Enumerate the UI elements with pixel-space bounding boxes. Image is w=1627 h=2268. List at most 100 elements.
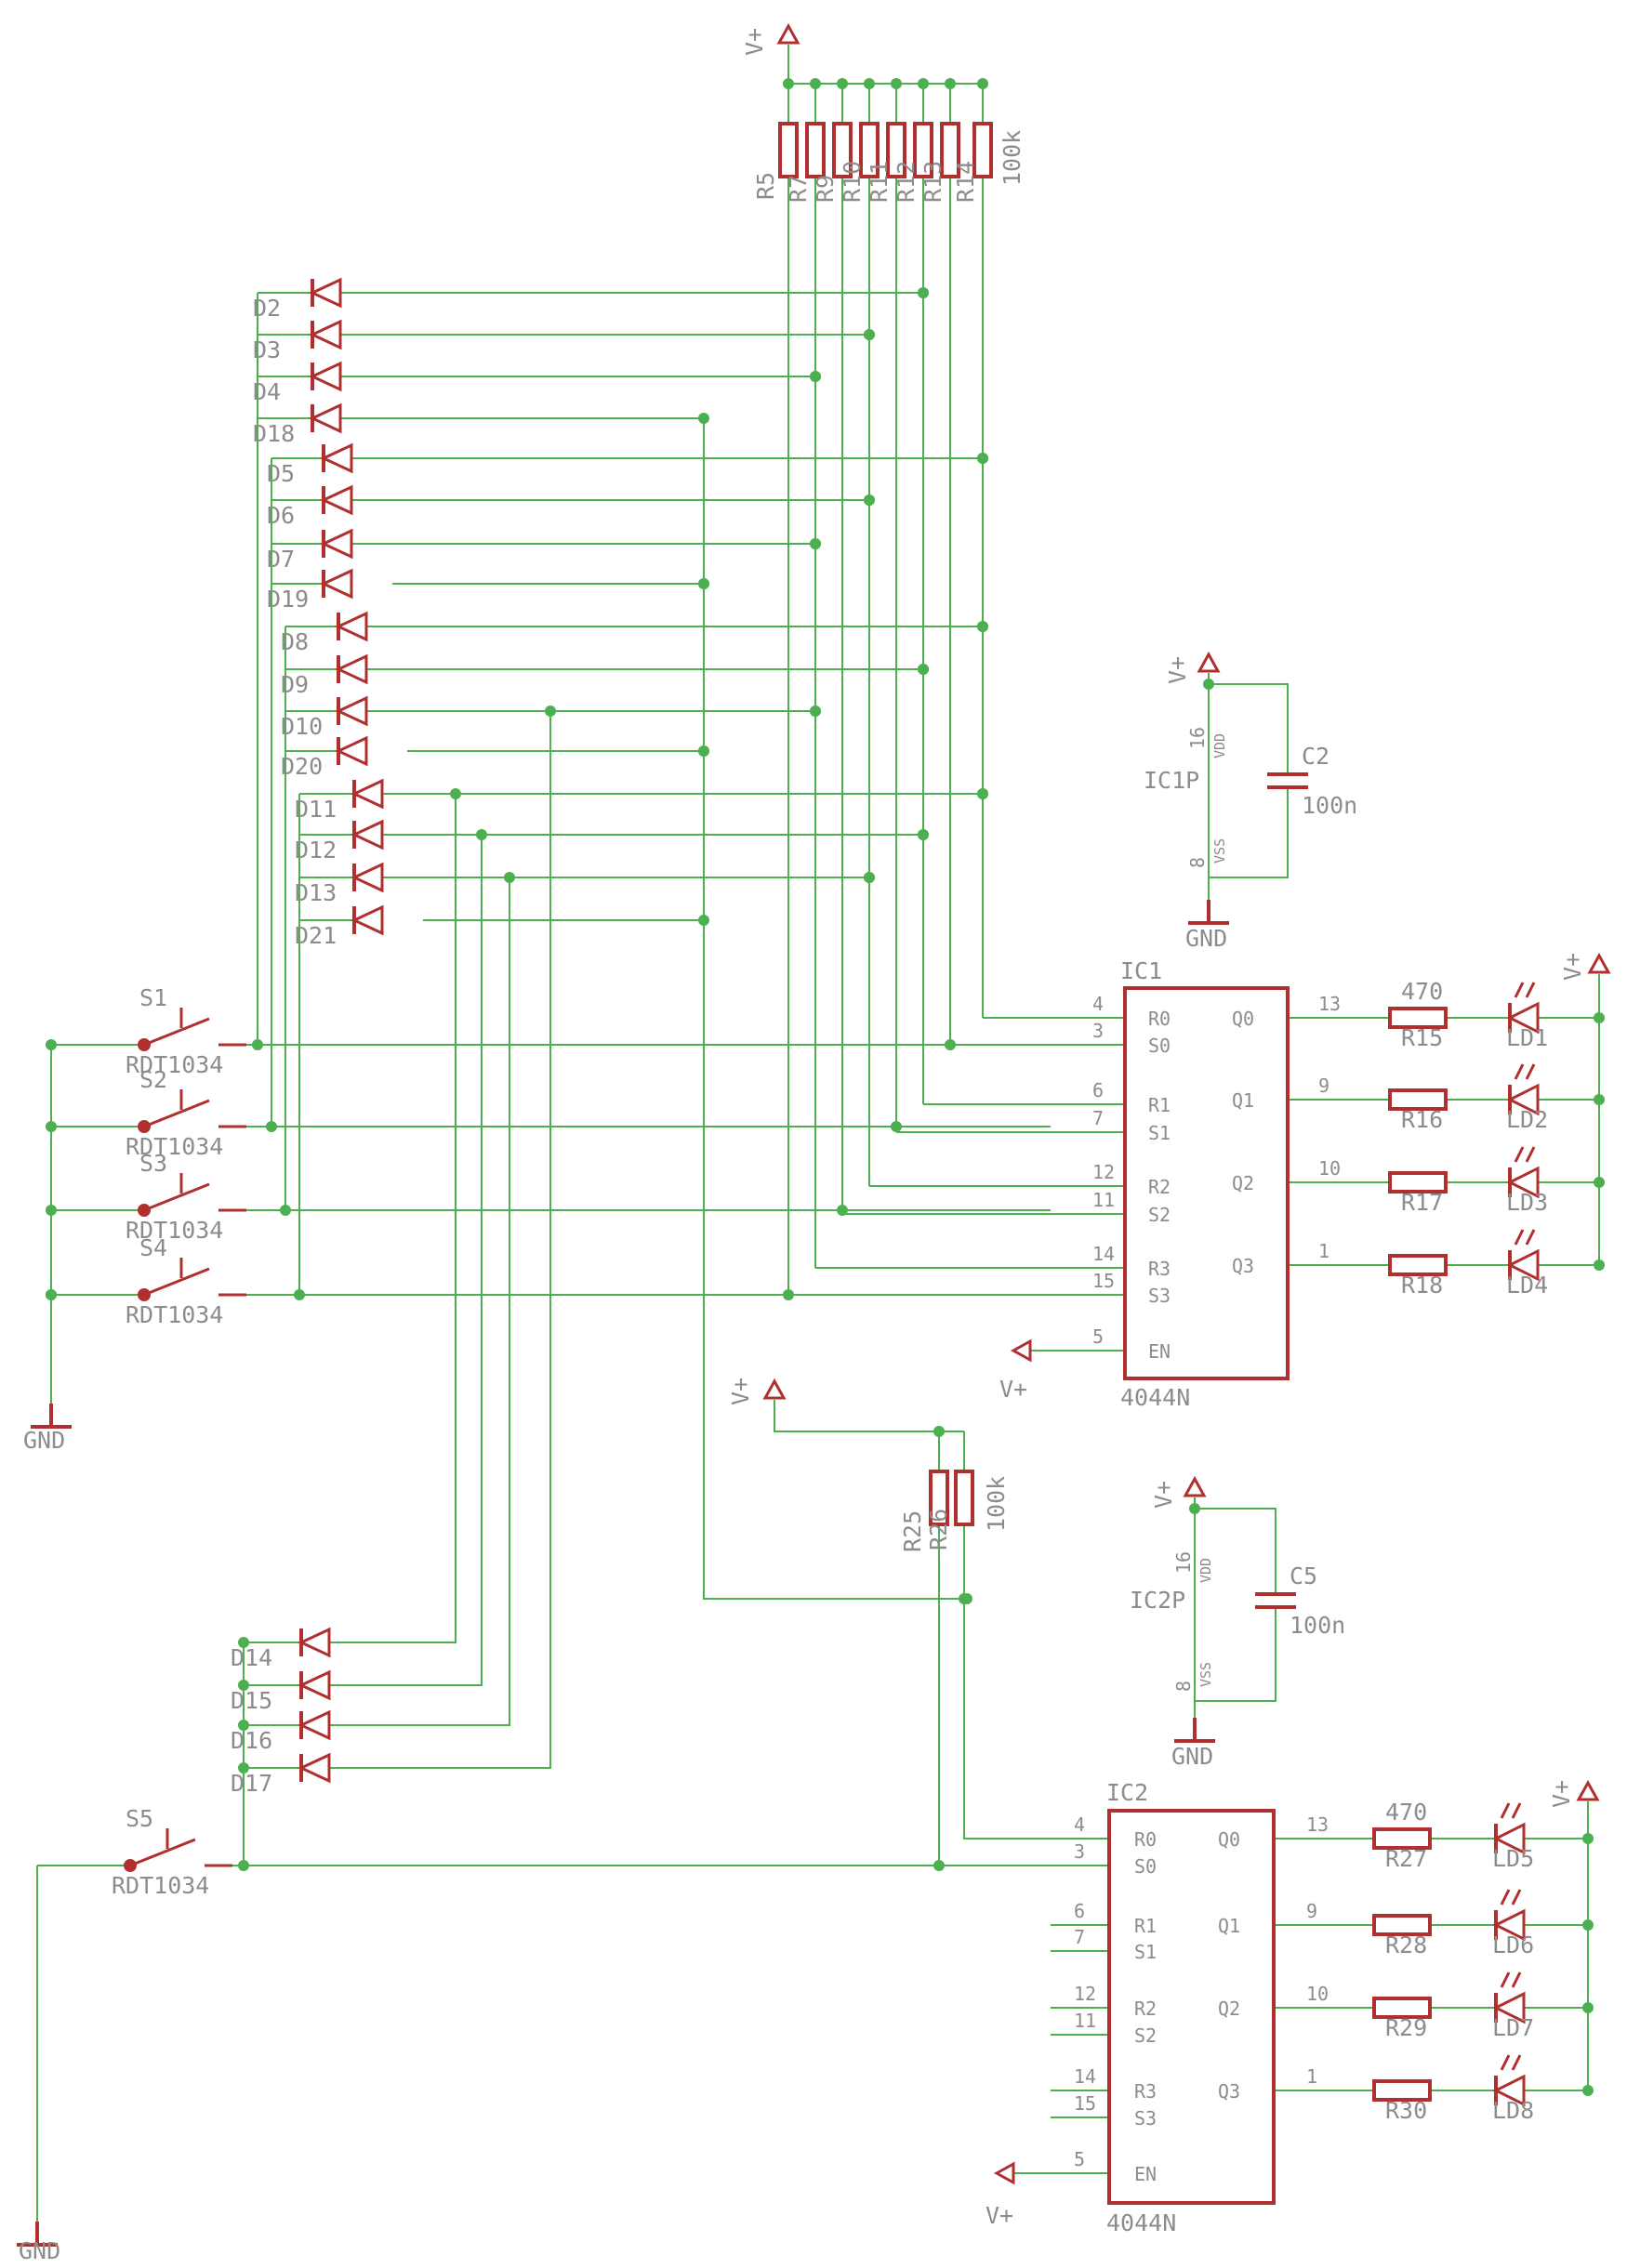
junction-dot [977,788,988,799]
ic1-out-supply-label: V+ [1559,953,1586,981]
ic2-out-led-ray [1511,1802,1522,1819]
ic1-pin-name: EN [1148,1340,1171,1363]
ic1-pin-name: S0 [1148,1035,1171,1057]
ic1-out-led [1506,1166,1540,1199]
ic2-pin-number: 4 [1074,1813,1085,1836]
ic2-out-led [1492,2074,1526,2107]
ic1-out-led-ref: LD4 [1506,1272,1548,1299]
switch-lever [143,1099,210,1128]
bottom-diode-anode [329,877,510,1726]
ic1-en-label: V+ [999,1376,1027,1403]
ic2p-name: IC2P [1130,1587,1185,1614]
ic1-out-series-resistor [1388,1171,1448,1193]
ic1-out-resistor-value: 470 [1401,978,1443,1005]
ic2-en-label: V+ [985,2202,1013,2229]
diode-ref-D6: D6 [267,502,295,529]
diode-D21 [351,904,384,936]
junction-dot [837,1205,848,1216]
ic2-name: IC2 [1106,1779,1148,1806]
diode-D5 [320,442,353,474]
ic2-pin-number: 7 [1074,1926,1085,1948]
junction-dot [810,705,821,717]
ic1-out-supply-arrow [1587,952,1611,974]
junction-dot [977,453,988,464]
junctions [46,78,1605,2096]
ic1-en-supply [1010,1338,1032,1363]
diode-ref-D8: D8 [281,628,309,655]
junction-dot [238,1860,249,1871]
ic2-pin-name: S2 [1134,2024,1157,2047]
diode-D18 [309,402,342,434]
junction-dot [1594,1012,1605,1023]
ic2-pin-number: 11 [1074,2010,1096,2032]
ic1-out-led-ray [1514,1146,1525,1163]
ic1-pin-name: S3 [1148,1285,1171,1307]
diode-D16 [298,1709,331,1741]
diode-D4 [309,361,342,392]
ic2-pin-number: 5 [1074,2148,1085,2170]
ic1-pin-number: 6 [1092,1079,1104,1101]
junction-dot [46,1205,57,1216]
diode-ref-D13: D13 [295,879,337,906]
ic1-pin-number: 1 [1318,1240,1329,1262]
ic2p-cap-name: C5 [1290,1563,1317,1589]
diode-D9 [335,653,368,685]
ic2-body [1107,1809,1276,2205]
ic1p-vdd: VDD [1211,733,1228,758]
ic1-out-led [1506,1001,1540,1035]
ic2-out-led [1492,1991,1526,2024]
bottom-diode-anode [329,711,551,1769]
ic2-pin-name: Q2 [1218,1998,1240,2020]
ic2-out-supply-arrow [1576,1779,1600,1801]
supply-arrow-top [776,22,800,45]
junction-dot [1582,2085,1594,2096]
ic2-out-led [1492,1822,1526,1855]
junction-dot [1582,2002,1594,2013]
junction-dot [945,1039,956,1050]
ic1-pin-name: Q3 [1232,1255,1254,1277]
ic2-out-resistor-ref: R28 [1385,1932,1427,1958]
ic1-pin-number: 11 [1092,1189,1115,1211]
ic2p-vss-pin: 8 [1172,1681,1195,1692]
ic2-pin-name: Q3 [1218,2080,1240,2103]
switch-5-ref: S5 [126,1805,153,1832]
diode-D8 [335,611,368,642]
wires [36,45,1600,2222]
diode-ref-D2: D2 [253,295,281,322]
ic2-out-led-ref: LD5 [1492,1845,1534,1872]
junction-dot [280,1205,291,1216]
pullup-resistor [940,122,960,178]
ic2-pin-number: 3 [1074,1840,1085,1863]
ic1p-vss: VSS [1211,838,1228,864]
junction-dot [864,329,875,340]
ic1-out-resistor-ref: R17 [1401,1189,1443,1216]
ic2-pin-name: R3 [1134,2080,1157,2103]
ic2p-gnd-label: GND [1171,1743,1213,1770]
ic2-part: 4044N [1106,2209,1176,2236]
ic2-out-supply-label: V+ [1548,1780,1575,1808]
pullup-bank-value: 100k [999,130,1025,186]
switch-lever [143,1267,210,1297]
ic1p-vss-pin: 8 [1186,857,1209,868]
ic1p-supply-label: V+ [1164,656,1191,684]
junction-dot [918,829,929,840]
junction-dot [698,413,709,424]
r25-value: 100k [983,1476,1010,1532]
ic2-pin-number: 10 [1306,1983,1329,2005]
switch-4-part: RDT1034 [126,1301,223,1328]
diode-D17 [298,1752,331,1784]
junction-dot [933,1426,945,1437]
ic2-out-led-ref: LD8 [1492,2097,1534,2124]
diode-ref-D20: D20 [281,753,323,780]
junction-dot [810,78,821,89]
ic2-out-led-ray [1511,2054,1522,2071]
ic1-out-led-ref: LD1 [1506,1024,1548,1051]
junction-dot [1203,679,1214,690]
ic1-out-led-ray [1514,1229,1525,1246]
ic1p-name: IC1P [1144,767,1199,794]
junction-dot [864,872,875,883]
ic2-pin-name: R1 [1134,1915,1157,1937]
ic2-pin-number: 14 [1074,2065,1096,2088]
diode-ref-D7: D7 [267,546,295,573]
